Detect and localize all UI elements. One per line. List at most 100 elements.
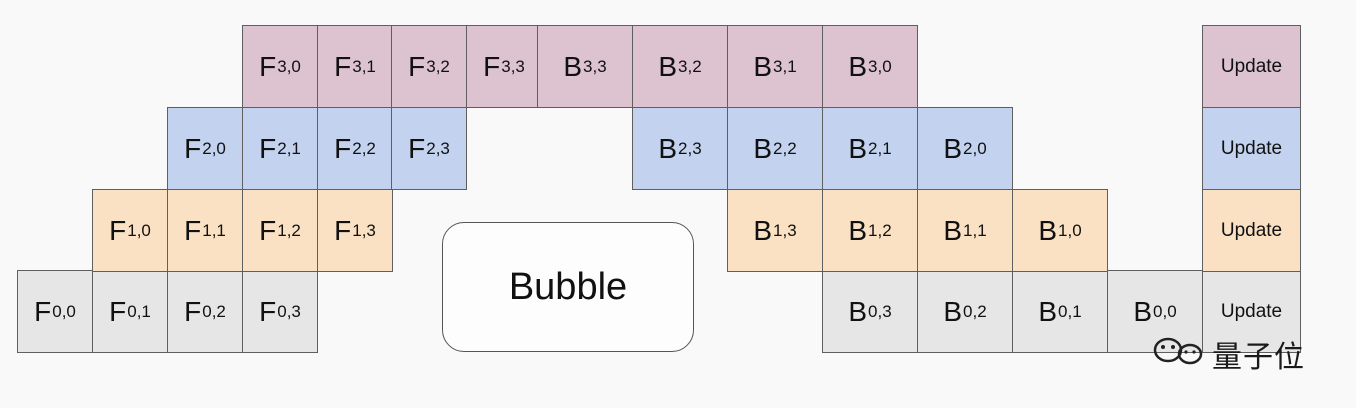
cell-subscript: 0,0	[1153, 301, 1177, 321]
cell-subscript: 3,1	[773, 56, 797, 76]
cell-letter: F	[259, 214, 277, 246]
cell-subscript: 1,1	[202, 220, 226, 240]
cell-subscript: 0,1	[1058, 301, 1082, 321]
cell-subscript: 2,3	[678, 138, 702, 158]
cell-subscript: 3,3	[583, 56, 607, 76]
cell-subscript: 3,1	[352, 56, 376, 76]
cell-letter: B	[658, 132, 678, 164]
cell-letter: B	[848, 132, 868, 164]
cell-subscript: 1,3	[773, 220, 797, 240]
cell-letter: F	[34, 295, 52, 327]
cell-letter: B	[753, 132, 773, 164]
watermark-text: 量子位	[1212, 340, 1305, 375]
cell-letter: F	[334, 214, 352, 246]
cell-subscript: 1,0	[127, 220, 151, 240]
cell-subscript: 2,1	[868, 138, 892, 158]
cell-subscript: 2,0	[202, 138, 226, 158]
cell-subscript: 0,3	[868, 301, 892, 321]
watermark-logo	[1153, 337, 1203, 365]
cell-subscript: 3,2	[426, 56, 450, 76]
update-cell-0: Update	[1202, 270, 1301, 353]
cell-letter: F	[109, 214, 127, 246]
cell-letter: B	[848, 214, 868, 246]
update-label: Update	[1220, 137, 1283, 159]
cell-subscript: 1,2	[277, 220, 301, 240]
cell-letter: B	[943, 132, 963, 164]
cell-subscript: 1,0	[1058, 220, 1082, 240]
cell-subscript: 3,0	[868, 56, 892, 76]
cell-letter: B	[1038, 214, 1058, 246]
cell-letter: B	[848, 50, 868, 82]
cell-subscript: 1,2	[868, 220, 892, 240]
cell-subscript: 0,1	[127, 301, 151, 321]
update-cell-3: Update	[1202, 25, 1301, 108]
update-label: Update	[1220, 300, 1283, 322]
cell-letter: B	[1133, 295, 1153, 327]
cell-subscript: 2,2	[773, 138, 797, 158]
bubble-label: Bubble	[508, 265, 628, 308]
cell-subscript: 0,2	[202, 301, 226, 321]
cell-subscript: 1,3	[352, 220, 376, 240]
cell-letter: F	[408, 132, 426, 164]
cell-letter: B	[753, 214, 773, 246]
cell-subscript: 0,3	[277, 301, 301, 321]
cell-letter: B	[563, 50, 583, 82]
cell-letter: F	[408, 50, 426, 82]
cell-subscript: 3,3	[501, 56, 525, 76]
cell-letter: F	[259, 50, 277, 82]
cell-letter: F	[109, 295, 127, 327]
cell-letter: B	[1038, 295, 1058, 327]
cell-letter: B	[943, 214, 963, 246]
cell-letter: F	[334, 50, 352, 82]
update-cell-1: Update	[1202, 189, 1301, 272]
cell-letter: F	[259, 295, 277, 327]
bubble-box: Bubble	[442, 222, 694, 352]
cell-letter: B	[753, 50, 773, 82]
cell-subscript: 0,2	[963, 301, 987, 321]
cell-letter: F	[259, 132, 277, 164]
cell-subscript: 2,2	[352, 138, 376, 158]
cell-letter: F	[184, 214, 202, 246]
cell-subscript: 3,0	[277, 56, 301, 76]
cell-subscript: 1,1	[963, 220, 987, 240]
cell-letter: F	[184, 295, 202, 327]
cell-subscript: 2,1	[277, 138, 301, 158]
update-label: Update	[1220, 55, 1283, 77]
cell-letter: F	[483, 50, 501, 82]
cell-letter: B	[658, 50, 678, 82]
cell-letter: B	[943, 295, 963, 327]
cell-letter: F	[184, 132, 202, 164]
update-cell-2: Update	[1202, 107, 1301, 190]
watermark: 量子位	[1150, 326, 1330, 375]
update-label: Update	[1220, 219, 1283, 241]
